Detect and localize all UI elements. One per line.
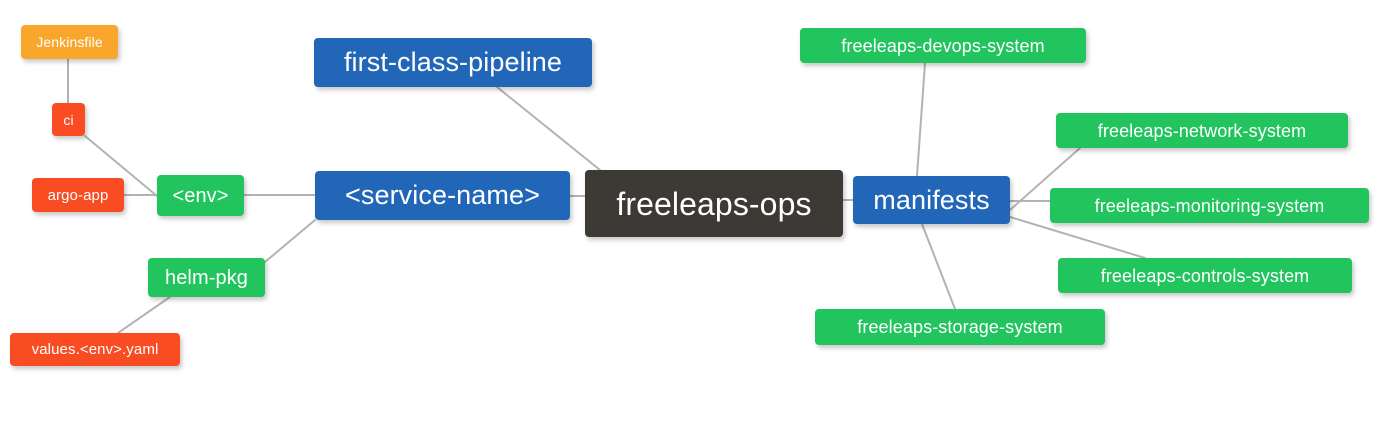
edge-service-name-to-helm-pkg (264, 219, 316, 263)
edge-ci-to-env (84, 135, 158, 197)
node-freeleaps-monitoring-system[interactable]: freeleaps-monitoring-system (1050, 188, 1369, 223)
node-jenkinsfile[interactable]: Jenkinsfile (21, 25, 118, 59)
node-freeleaps-storage-system[interactable]: freeleaps-storage-system (815, 309, 1105, 345)
node-label-first-class-pipeline: first-class-pipeline (343, 47, 563, 77)
edge-manifests-to-freeleaps-network-system (1009, 147, 1081, 211)
node-argo-app[interactable]: argo-app (32, 178, 124, 212)
node-label-jenkinsfile: Jenkinsfile (36, 34, 103, 50)
node-values-env-yaml[interactable]: values.<env>.yaml (10, 333, 180, 366)
edge-manifests-to-freeleaps-storage-system (921, 223, 956, 310)
node-freeleaps-network-system[interactable]: freeleaps-network-system (1056, 113, 1348, 148)
node-label-freeleaps-ops: freeleaps-ops (616, 185, 812, 222)
node-env[interactable]: <env> (157, 175, 244, 216)
node-freeleaps-ops[interactable]: freeleaps-ops (585, 170, 843, 237)
node-freeleaps-devops-system[interactable]: freeleaps-devops-system (800, 28, 1086, 63)
node-label-freeleaps-monitoring-system: freeleaps-monitoring-system (1094, 195, 1325, 216)
node-first-class-pipeline[interactable]: first-class-pipeline (314, 38, 592, 87)
node-label-values-env-yaml: values.<env>.yaml (31, 341, 159, 358)
node-label-env: <env> (172, 184, 229, 207)
node-label-freeleaps-devops-system: freeleaps-devops-system (841, 35, 1045, 56)
node-label-freeleaps-storage-system: freeleaps-storage-system (857, 317, 1063, 337)
edge-manifests-to-freeleaps-controls-system (1009, 216, 1146, 259)
node-label-ci: ci (63, 111, 74, 128)
node-freeleaps-controls-system[interactable]: freeleaps-controls-system (1058, 258, 1352, 293)
node-ci[interactable]: ci (52, 103, 85, 136)
node-label-freeleaps-network-system: freeleaps-network-system (1097, 120, 1307, 141)
node-label-freeleaps-controls-system: freeleaps-controls-system (1100, 265, 1310, 286)
node-label-helm-pkg: helm-pkg (164, 266, 249, 289)
node-label-manifests: manifests (873, 184, 990, 215)
edge-helm-pkg-to-values-env-yaml (117, 296, 171, 334)
node-service-name[interactable]: <service-name> (315, 171, 570, 220)
node-manifests[interactable]: manifests (853, 176, 1010, 224)
node-label-argo-app: argo-app (47, 186, 109, 204)
edge-first-class-pipeline-to-freeleaps-ops (496, 86, 601, 171)
edge-manifests-to-freeleaps-devops-system (916, 62, 926, 177)
node-helm-pkg[interactable]: helm-pkg (148, 258, 265, 297)
node-label-service-name: <service-name> (345, 180, 540, 210)
